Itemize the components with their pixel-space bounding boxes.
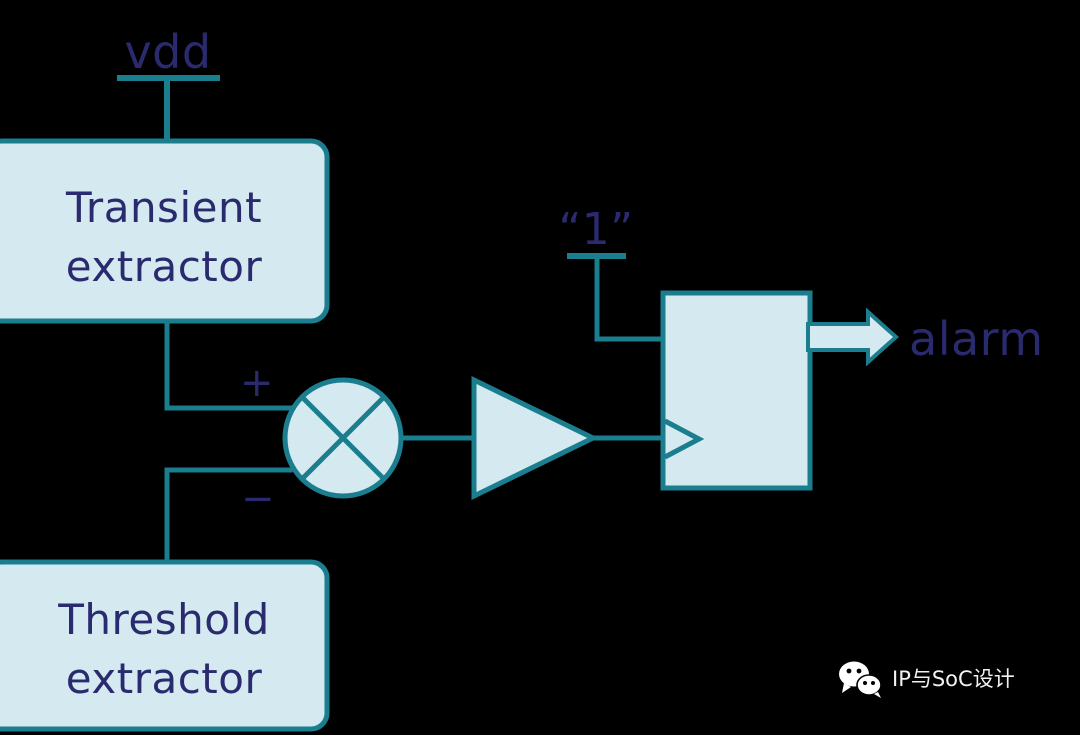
threshold-extractor-label-line2: extractor (66, 654, 263, 703)
transient-to-comparator-wire (164, 315, 293, 411)
comparator-plus-label: + (240, 360, 274, 406)
threshold-extractor-label-line1: Threshold (57, 595, 270, 644)
comparator-minus-label: − (241, 476, 275, 522)
alarm-output-label: alarm (909, 312, 1044, 366)
vdd-label: vdd (124, 25, 211, 79)
transient-extractor-label-line1: Transient (65, 183, 262, 232)
transient-extractor-block[interactable] (0, 138, 330, 324)
logic-one-to-flipflop-wire (594, 253, 669, 342)
transient-extractor-label-line2: extractor (66, 242, 263, 291)
comparator-symbol[interactable] (282, 377, 404, 499)
flipflop-clock-marker-icon (663, 418, 705, 460)
threshold-extractor-block[interactable] (0, 559, 330, 732)
alarm-output-arrow-icon (806, 307, 900, 367)
comparator-x-stroke-2 (300, 395, 386, 481)
logic-one-label: “1” (558, 204, 633, 255)
amplifier-triangle[interactable] (471, 376, 599, 500)
flipflop-block[interactable] (660, 290, 813, 491)
threshold-to-comparator-wire (164, 467, 293, 568)
